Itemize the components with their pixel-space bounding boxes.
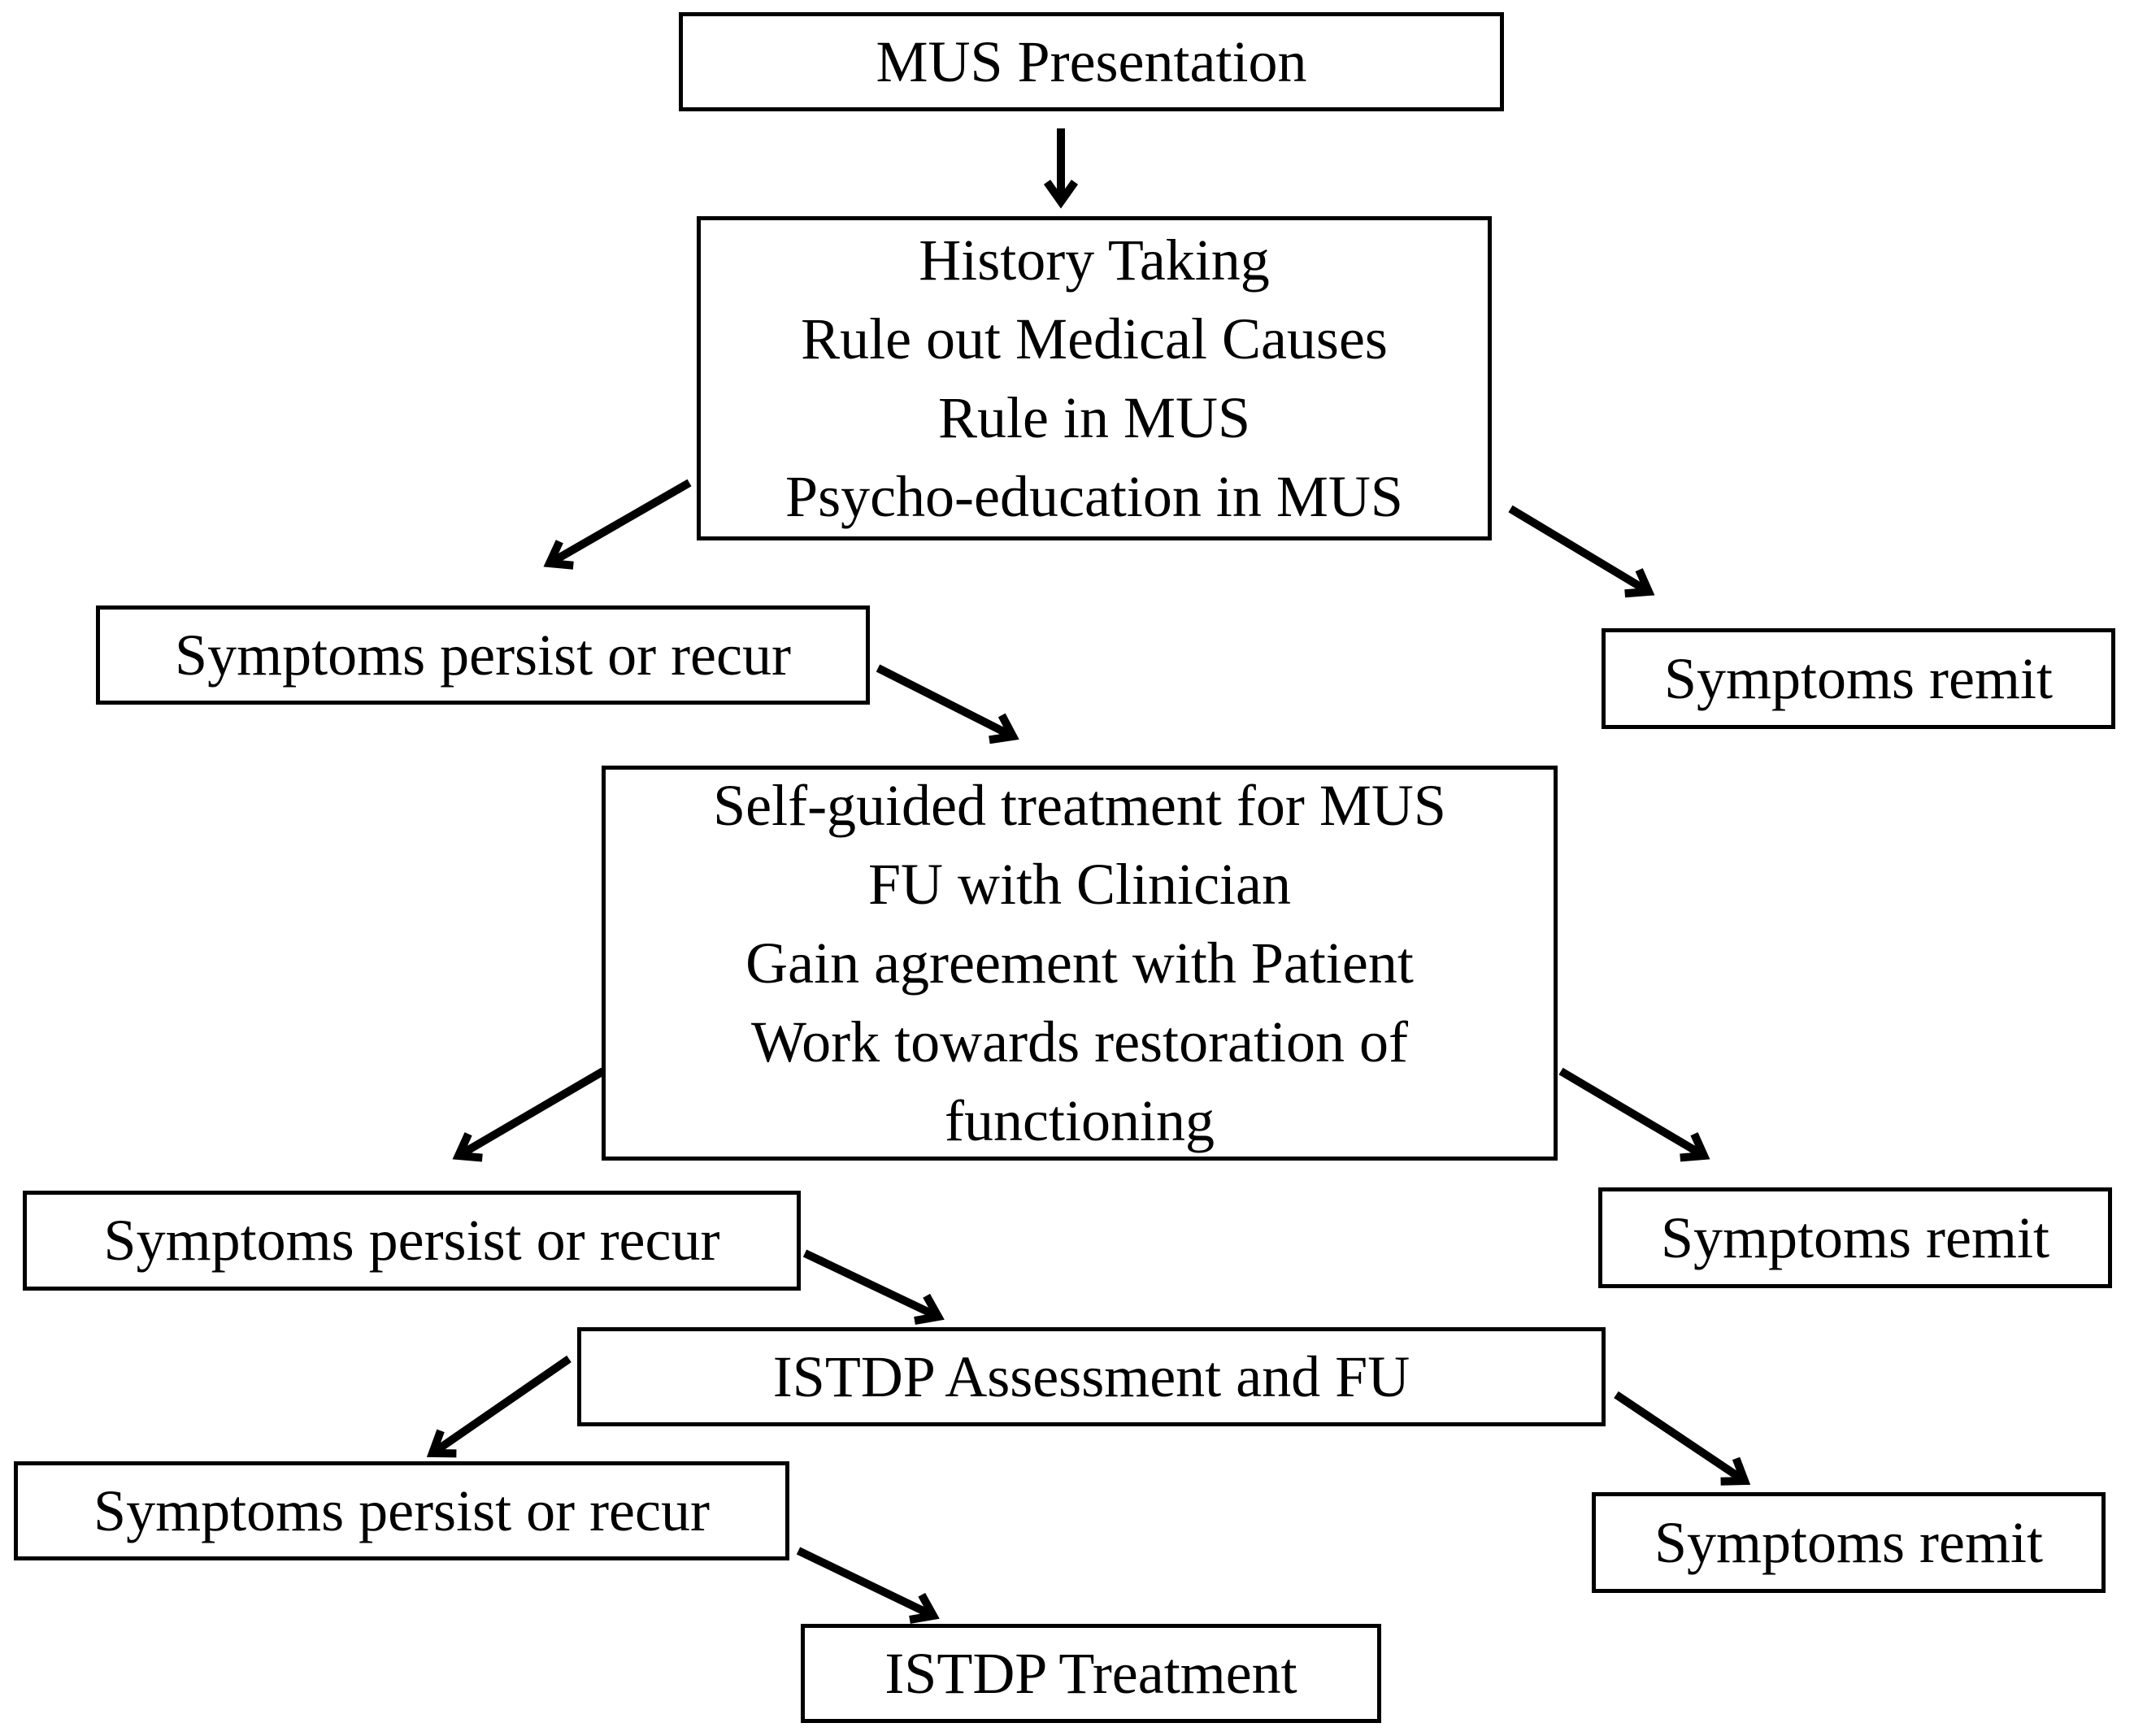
node-mus-presentation: MUS Presentation (679, 12, 1504, 111)
node-symptoms-remit-1: Symptoms remit (1602, 628, 2115, 729)
node-symptoms-remit-3: Symptoms remit (1592, 1492, 2106, 1593)
arrow-history-to-persist-1 (543, 479, 692, 570)
node-istdp-treatment: ISTDP Treatment (801, 1624, 1381, 1723)
node-self-guided-treatment: Self-guided treatment for MUS FU with Cl… (602, 766, 1558, 1161)
node-symptoms-persist-2: Symptoms persist or recur (23, 1191, 801, 1291)
arrow-history-to-remit-1 (1508, 505, 1655, 598)
node-symptoms-persist-1: Symptoms persist or recur (96, 605, 870, 705)
node-history-taking: History Taking Rule out Medical Causes R… (697, 216, 1492, 540)
arrow-persist-2-to-istdp-assess (802, 1249, 945, 1325)
arrow-persist-1-to-selfguided (876, 664, 1019, 744)
arrow-selfguided-to-persist-2 (452, 1067, 606, 1162)
arrow-istdp-assess-to-remit-3 (1614, 1391, 1751, 1486)
arrow-selfguided-to-remit-2 (1558, 1067, 1710, 1162)
node-istdp-assessment: ISTDP Assessment and FU (577, 1327, 1606, 1426)
arrow-persist-3-to-istdp-treat (796, 1547, 940, 1624)
arrow-istdp-assess-to-persist-3 (426, 1355, 572, 1458)
node-symptoms-remit-2: Symptoms remit (1598, 1187, 2112, 1288)
node-symptoms-persist-3: Symptoms persist or recur (14, 1461, 789, 1560)
